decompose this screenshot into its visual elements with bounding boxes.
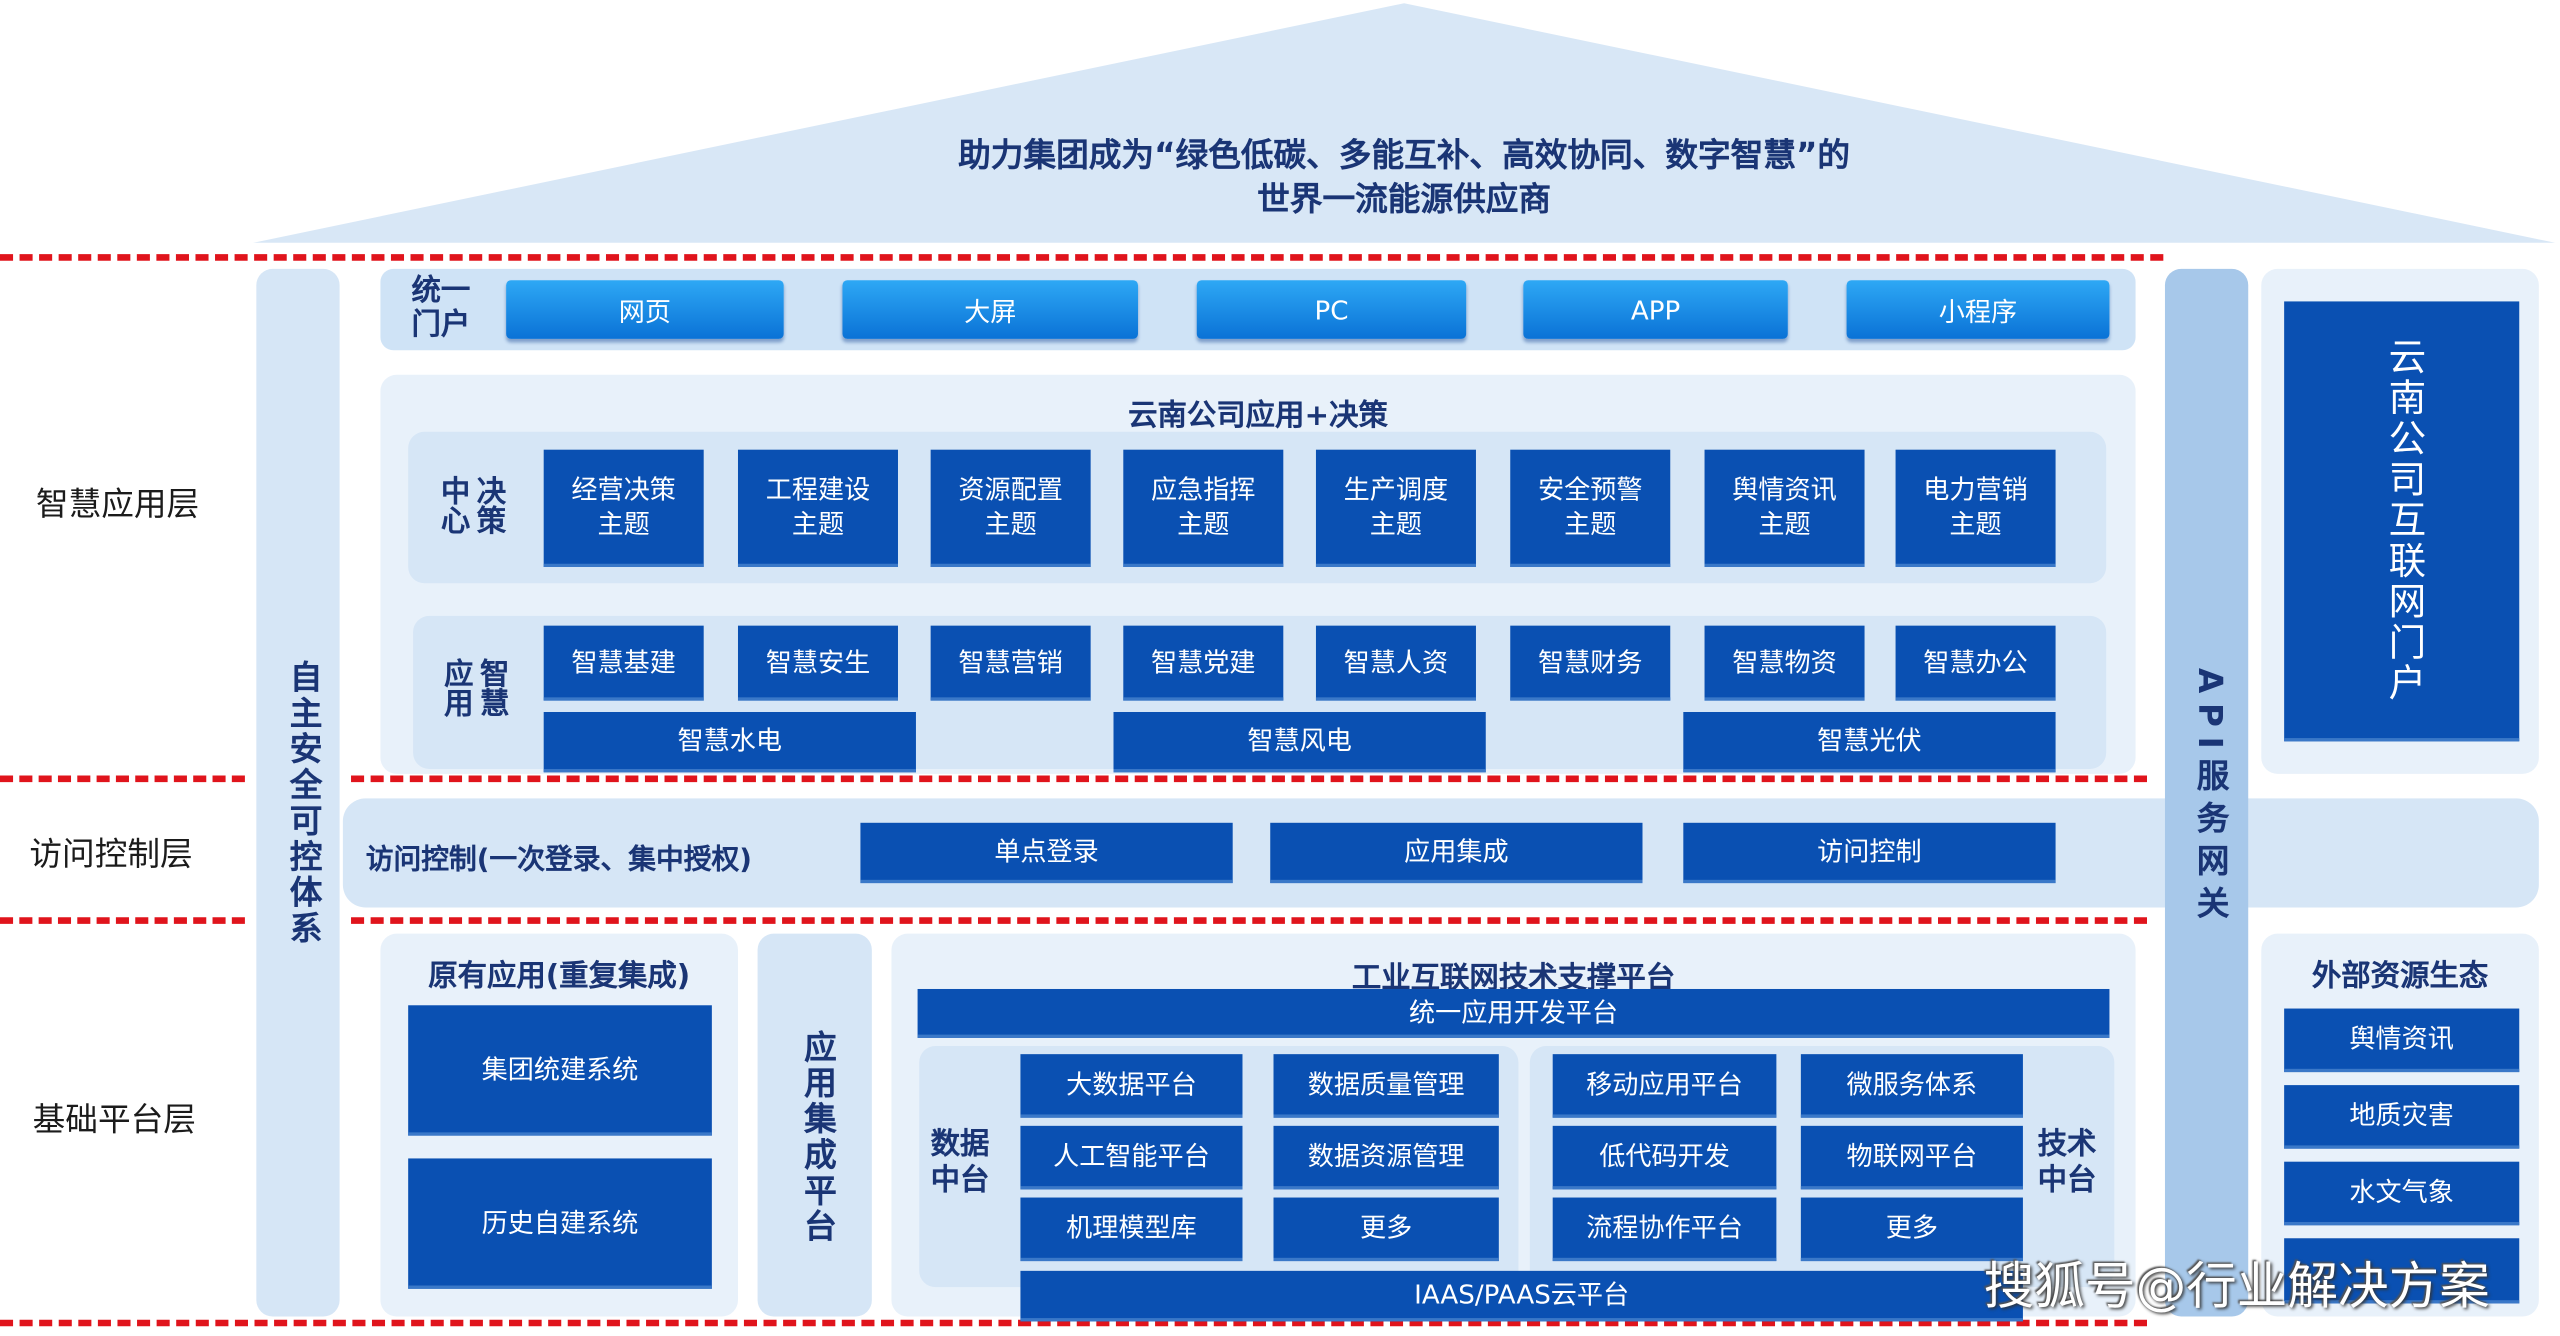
legacy-item: 历史自建系统	[408, 1158, 712, 1289]
data-middle-item: 更多	[1273, 1197, 1499, 1262]
tech-middle-item: 流程协作平台	[1552, 1197, 1777, 1262]
decision-theme: 生产调度 主题	[1315, 449, 1476, 567]
data-middle-item: 机理模型库	[1020, 1197, 1243, 1262]
access-label: 访问控制(一次登录、集中授权)	[365, 843, 752, 877]
layer-label-base: 基础平台层	[32, 1099, 196, 1139]
smart-label: 智慧应用	[439, 658, 510, 717]
data-middle-item: 数据质量管理	[1273, 1054, 1499, 1118]
tech-middle-item: 微服务体系	[1800, 1054, 2023, 1118]
portal-button-app[interactable]: APP	[1523, 280, 1788, 339]
portal-button-miniprogram[interactable]: 小程序	[1846, 280, 2110, 339]
tech-middle-label: 技术中台	[2037, 1127, 2097, 1198]
tech-middle-item: 低代码开发	[1552, 1125, 1777, 1190]
smart-app: 智慧安生	[737, 625, 898, 701]
smart-app: 智慧基建	[543, 625, 704, 701]
tech-middle-item: 更多	[1800, 1197, 2023, 1262]
divider-access-base	[351, 917, 2148, 924]
layer-label-access: 访问控制层	[29, 834, 193, 874]
smart-app: 智慧财务	[1510, 625, 1671, 701]
divider-access-base-left	[0, 917, 245, 924]
divider-top	[0, 254, 2164, 261]
tech-middle-item: 物联网平台	[1800, 1125, 2023, 1190]
smart-bottom-item: 智慧水电	[543, 712, 916, 773]
decision-theme: 安全预警 主题	[1510, 449, 1671, 567]
roof-line-1: 助力集团成为“绿色低碳、多能互补、高效协同、数字智慧”的	[958, 135, 1851, 175]
external-item: 水文气象	[2284, 1161, 2520, 1226]
smart-bottom-item: 智慧光伏	[1683, 712, 2056, 773]
data-middle-item: 数据资源管理	[1273, 1125, 1499, 1190]
divider-app-access	[351, 775, 2148, 783]
security-column-label: 自主安全可控体系	[284, 659, 324, 947]
external-title: 外部资源生态	[2311, 959, 2489, 994]
portal-button-pc[interactable]: PC	[1196, 280, 1467, 339]
smart-app: 智慧物资	[1704, 625, 1865, 701]
apps-title: 云南公司应用+决策	[1128, 399, 1388, 434]
portal-button-bigscreen[interactable]: 大屏	[842, 280, 1138, 339]
access-item: 单点登录	[860, 822, 1233, 884]
divider-bottom	[0, 1319, 2148, 1327]
decision-theme: 电力营销 主题	[1895, 449, 2056, 567]
legacy-item: 集团统建系统	[408, 1005, 712, 1136]
decision-theme: 应急指挥 主题	[1123, 449, 1284, 567]
roof-title: 助力集团成为“绿色低碳、多能互补、高效协同、数字智慧”的 世界一流能源供应商	[653, 134, 2155, 222]
external-item-obscured	[2284, 1238, 2520, 1304]
portal-label: 统一门户	[411, 273, 471, 343]
decision-theme: 舆情资讯 主题	[1704, 449, 1865, 567]
smart-app: 智慧党建	[1123, 625, 1284, 701]
decision-theme: 工程建设 主题	[737, 449, 898, 567]
layer-label-app: 智慧应用层	[35, 483, 200, 524]
decision-theme: 资源配置 主题	[930, 449, 1091, 567]
data-middle-item: 人工智能平台	[1020, 1125, 1243, 1190]
integration-label: 应用集成平台	[798, 1029, 838, 1245]
api-gateway-column	[2164, 268, 2249, 1317]
smart-bottom-item: 智慧风电	[1113, 712, 1486, 773]
smart-app: 智慧营销	[930, 625, 1091, 701]
smart-app: 智慧办公	[1895, 625, 2056, 701]
smart-app: 智慧人资	[1315, 625, 1476, 701]
integration-column	[757, 933, 872, 1317]
decision-theme: 经营决策 主题	[543, 449, 704, 567]
data-middle-item: 大数据平台	[1020, 1054, 1243, 1118]
dev-platform: 统一应用开发平台	[917, 988, 2110, 1038]
data-middle-label: 数据中台	[930, 1127, 990, 1198]
external-item: 地质灾害	[2284, 1085, 2520, 1149]
cloud-platform: IAAS/PAAS云平台	[1020, 1270, 2023, 1322]
portal-button-web[interactable]: 网页	[506, 280, 784, 339]
access-item: 应用集成	[1270, 822, 1643, 884]
legacy-title: 原有应用(重复集成)	[428, 959, 691, 994]
roof-triangle	[253, 3, 2556, 243]
security-column	[256, 268, 340, 1317]
roof-line-2: 世界一流能源供应商	[1257, 179, 1552, 219]
yunnan-portal: 云南公司互联网门户	[2284, 301, 2520, 742]
tech-middle-item: 移动应用平台	[1552, 1054, 1777, 1118]
watermark: 搜狐号@行业解决方案	[1983, 1257, 2490, 1317]
decision-label: 决策中心	[435, 475, 507, 535]
external-item: 舆情资讯	[2284, 1008, 2520, 1073]
divider-app-access-left	[0, 775, 245, 783]
api-gateway-label: API服务网关	[2191, 668, 2231, 929]
access-item: 访问控制	[1683, 822, 2056, 884]
